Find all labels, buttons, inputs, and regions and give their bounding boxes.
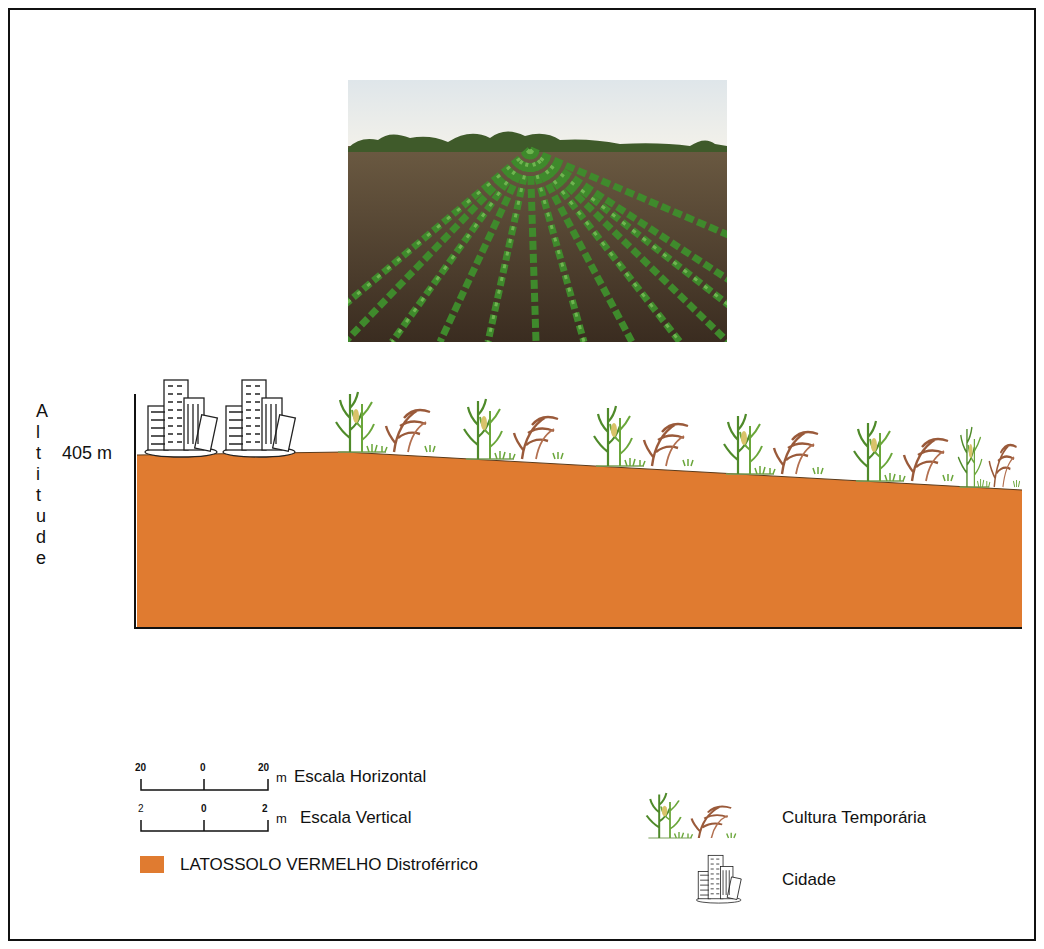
crop-symbol xyxy=(958,427,1019,487)
scale-number: 0 xyxy=(200,762,206,774)
legend-text: LATOSSOLO VERMELHO Distroférrico xyxy=(180,855,478,875)
axis-title: Altitude xyxy=(36,401,54,569)
city-symbol xyxy=(223,380,295,457)
altitude-axis xyxy=(134,394,136,629)
scale-number: 20 xyxy=(135,762,146,774)
legend-crop-symbol xyxy=(647,793,736,838)
scale-number: 2 xyxy=(262,803,268,815)
crop-symbol xyxy=(336,392,435,452)
base-axis xyxy=(134,627,1022,629)
crop-symbol xyxy=(464,399,563,459)
scale-unit: m xyxy=(276,812,287,827)
crop-symbol xyxy=(854,421,953,481)
crop-symbol xyxy=(594,406,693,466)
field-photo xyxy=(348,80,727,342)
city-symbol xyxy=(145,380,217,457)
scale-unit: m xyxy=(276,771,287,786)
scale-number: 0 xyxy=(201,803,207,815)
scale-number: 2 xyxy=(138,803,144,815)
scale-number: 20 xyxy=(258,762,269,774)
crop-symbol xyxy=(724,414,823,474)
frame xyxy=(9,9,1035,940)
legend-swatch xyxy=(140,856,164,873)
scale-title: Escala Horizontal xyxy=(294,767,426,787)
altitude-value: 405 m xyxy=(62,443,112,464)
scale-title: Escala Vertical xyxy=(300,808,412,828)
vertical-scale-bar xyxy=(141,820,268,831)
horizontal-scale-bar xyxy=(141,779,268,790)
legend-city-symbol xyxy=(696,855,741,903)
legend-text: Cidade xyxy=(782,870,836,890)
legend-text: Cultura Temporária xyxy=(782,808,926,828)
